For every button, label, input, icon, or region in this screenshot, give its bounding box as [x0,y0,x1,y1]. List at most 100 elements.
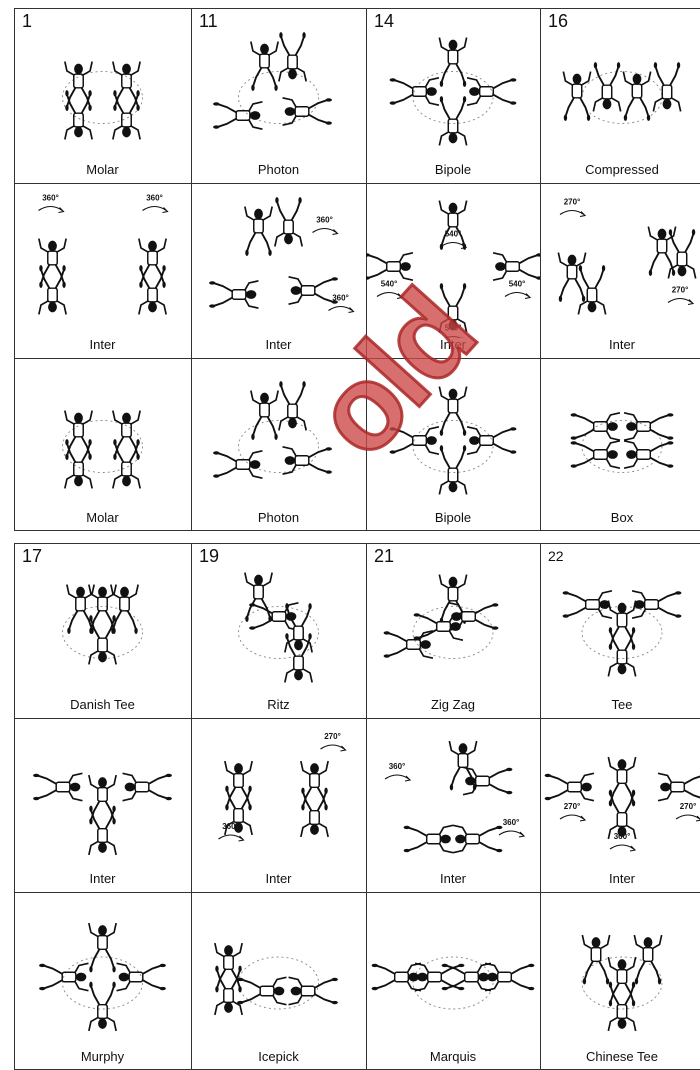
rotation-arrow-icon: 270° [560,198,585,217]
skydiver-icon [608,957,635,1006]
inter-label: Inter [540,872,700,886]
skydiver-icon [209,281,258,308]
formation-diagram: 360° 360° [366,718,540,872]
skydiver-icon [571,413,620,440]
formation-diagram [14,8,191,163]
inter-label: Inter [14,872,191,886]
rotation-label: 360° [332,294,349,303]
skydiver-icon [215,943,242,992]
formation-name: Molar [14,163,191,177]
inter-label: Inter [191,872,366,886]
skydiver-icon [442,963,491,990]
rotation-arrow-icon: 360° [39,194,64,213]
skydiver-icon [439,387,466,436]
formation-diagram [14,543,191,698]
skydiver-icon [275,197,302,246]
rotation-label: 540° [445,324,462,333]
skydiver-icon [213,451,262,478]
rotation-label: 360° [389,762,406,771]
skydiver-icon [571,441,620,468]
skydiver-icon [89,982,116,1031]
skydiver-icon [279,32,306,81]
skydiver-icon [493,253,540,280]
skydiver-icon [65,62,92,111]
rotation-arrow-icon: 270° [668,286,693,305]
formation-cell: 270°360°Inter [191,718,366,892]
skydiver-icon [289,977,338,1004]
skydiver-icon [279,381,306,430]
formation-cell: 270° 270° Inter [540,183,700,358]
formation-diagram [540,358,700,511]
rotation-label: 270° [672,286,689,295]
skydiver-icon [632,591,681,618]
skydiver-icon [283,98,332,125]
skydiver-icon [578,265,605,314]
inter-label: Inter [14,338,191,352]
skydiver-icon [563,72,590,121]
skydiver-icon [653,62,680,111]
formation-name: Bipole [366,511,540,525]
rotation-arrow-icon: 540° [377,280,402,299]
formation-name: Zig Zag [366,698,540,712]
rotation-label: 360° [42,194,59,203]
rotation-arrow-icon: 270° [560,802,585,821]
rotation-label: 360° [614,832,631,841]
formation-name: Bipole [366,163,540,177]
rotation-label: 270° [324,732,341,741]
rotation-label: 360° [503,818,520,827]
skydiver-icon [215,966,242,1015]
formation-diagram [191,892,366,1050]
formation-cell: Chinese Tee [540,892,700,1070]
formation-name: Murphy [14,1050,191,1064]
skydiver-icon [558,253,585,302]
formation-diagram [191,8,366,163]
skydiver-icon [89,806,116,855]
formation-name: Photon [191,511,366,525]
block-bottom: 17Danish TeeInterMurphy19Ritz270°360°Int… [14,543,700,1070]
formation-diagram: 360° 360° [14,183,191,338]
skydiver-icon [453,825,502,852]
skydiver-icon [623,72,650,121]
formation-cell: 22Tee [540,543,700,718]
skydiver-icon [608,627,635,676]
skydiver-icon [439,38,466,87]
skydiver-icon [139,265,166,314]
rotation-arrow-icon: 270° [676,802,700,821]
skydiver-icon [113,62,140,111]
skydiver-icon [89,615,116,664]
formation-diagram [540,892,700,1050]
formation-cell: Icepick [191,892,366,1070]
rotation-label: 270° [680,802,697,811]
skydiver-icon [415,963,464,990]
skydiver-icon [225,761,252,810]
formation-cell: 11Photon [191,8,366,183]
skydiver-icon [289,277,338,304]
formation-cell: 540° 540° 540° 540° Inter [366,183,540,358]
skydiver-icon [658,773,700,800]
skydiver-icon [608,982,635,1031]
formation-diagram: 360°360° [191,183,366,338]
rotation-arrow-icon: 360° [143,194,168,213]
rotation-arrow-icon: 360° [499,818,524,837]
skydiver-icon [467,78,516,105]
skydiver-icon [65,439,92,488]
formation-name: Marquis [366,1050,540,1064]
formation-name: Icepick [191,1050,366,1064]
skydiver-icon [89,923,116,972]
skydiver-icon [65,411,92,460]
formation-diagram [366,8,540,163]
formation-cell: Marquis [366,892,540,1070]
formation-diagram: 270° 270° [540,183,700,338]
rotation-label: 270° [564,802,581,811]
rotation-label: 540° [445,230,462,239]
skydiver-icon [301,761,328,810]
formation-cell: Inter [14,718,191,892]
skydiver-icon [139,239,166,288]
inter-label: Inter [540,338,700,352]
rotation-label: 540° [509,280,526,289]
formation-cell: Box [540,358,700,531]
skydiver-icon [65,90,92,139]
inter-label: Inter [366,338,540,352]
